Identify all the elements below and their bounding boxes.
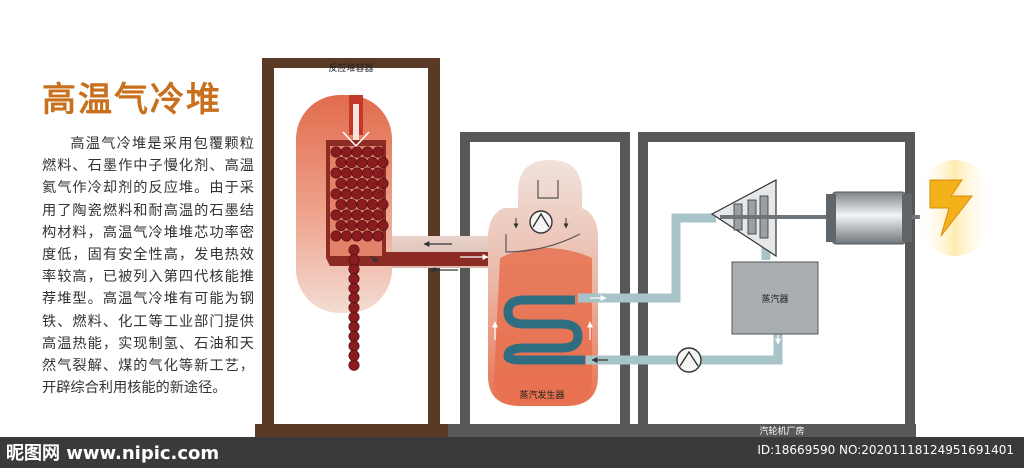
- watermark-bar: [0, 437, 1024, 468]
- fuel-pebble: [345, 157, 357, 169]
- fuel-pebble: [366, 157, 378, 169]
- fuel-pebble: [377, 157, 389, 169]
- fuel-pebble: [330, 188, 342, 200]
- generator: [826, 191, 912, 245]
- fuel-pebble-bed: [330, 146, 389, 371]
- fuel-pebble: [361, 209, 373, 221]
- fuel-pebble: [361, 167, 373, 179]
- fuel-pebble: [330, 167, 342, 179]
- turbine-hall-frame: [448, 132, 916, 438]
- watermark-left: 昵图网 www.nipic.com: [6, 443, 220, 464]
- fuel-pebble: [348, 302, 360, 314]
- steam-generator-label: 蒸汽发生器: [519, 389, 564, 401]
- fuel-pebble: [335, 220, 347, 232]
- fuel-pebble: [340, 209, 352, 221]
- steam-generator-building-frame: [460, 132, 630, 432]
- evaporator-label: 蒸汽器: [761, 293, 788, 305]
- reactor-vessel: [296, 95, 408, 371]
- steam-generator-vessel: [488, 160, 598, 406]
- fuel-pebble: [372, 209, 384, 221]
- fuel-pebble: [330, 146, 342, 158]
- fuel-pebble: [361, 188, 373, 200]
- fuel-pebble: [356, 157, 368, 169]
- turbine: [710, 179, 920, 258]
- fuel-pebble: [377, 178, 389, 190]
- fuel-pebble: [356, 178, 368, 190]
- fuel-pebble: [348, 292, 360, 304]
- fuel-pebble: [340, 230, 352, 242]
- fuel-pebble: [377, 220, 389, 232]
- fuel-pebble: [340, 146, 352, 158]
- fuel-pebble: [351, 188, 363, 200]
- fuel-pebble: [345, 199, 357, 211]
- fuel-pebble: [335, 157, 347, 169]
- fuel-pebble: [348, 330, 360, 342]
- fuel-pebble: [351, 209, 363, 221]
- fuel-pebble: [348, 273, 360, 285]
- fuel-pebble: [348, 321, 360, 333]
- fuel-pebble: [348, 350, 360, 362]
- description-paragraph: 高温气冷堆是采用包覆颗粒燃料、石墨作中子慢化剂、高温氦气作冷却剂的反应堆。由于采…: [42, 136, 254, 397]
- fuel-pebble: [340, 188, 352, 200]
- fuel-pebble: [366, 220, 378, 232]
- evaporator-box: [731, 261, 819, 335]
- fuel-pebble: [351, 230, 363, 242]
- fuel-pebble: [351, 146, 363, 158]
- fuel-pebble: [372, 188, 384, 200]
- fuel-pebble: [335, 199, 347, 211]
- fuel-pebble: [348, 244, 360, 256]
- watermark-right: ID:18669590 NO:20201118124951691401: [757, 443, 1014, 457]
- fuel-pebble: [372, 146, 384, 158]
- fuel-pebble: [377, 199, 389, 211]
- fuel-pebble: [348, 254, 360, 266]
- fuel-pebble: [335, 178, 347, 190]
- lightning-icon: [915, 160, 995, 256]
- turbine-hall-label: 汽轮机厂房: [759, 425, 804, 437]
- fuel-pebble: [348, 282, 360, 294]
- fuel-pebble: [356, 220, 368, 232]
- reactor-vessel-label: 反应堆容器: [328, 62, 373, 74]
- fuel-pebble: [340, 167, 352, 179]
- fuel-pebble: [356, 199, 368, 211]
- fuel-pebble: [345, 178, 357, 190]
- fuel-pebble: [330, 209, 342, 221]
- fuel-pebble: [366, 199, 378, 211]
- fuel-pebble: [348, 359, 360, 371]
- fuel-pebble: [345, 220, 357, 232]
- fuel-pebble: [351, 167, 363, 179]
- fuel-pebble: [348, 340, 360, 352]
- fuel-pebble: [361, 146, 373, 158]
- fuel-pebble: [348, 263, 360, 275]
- fuel-pebble: [366, 178, 378, 190]
- fuel-pebble: [348, 311, 360, 323]
- fuel-pebble: [372, 167, 384, 179]
- fuel-pebble: [330, 230, 342, 242]
- feed-pump: [676, 347, 702, 373]
- fuel-pebble: [361, 230, 373, 242]
- page-title: 高温气冷堆: [42, 80, 222, 120]
- fuel-pebble: [372, 230, 384, 242]
